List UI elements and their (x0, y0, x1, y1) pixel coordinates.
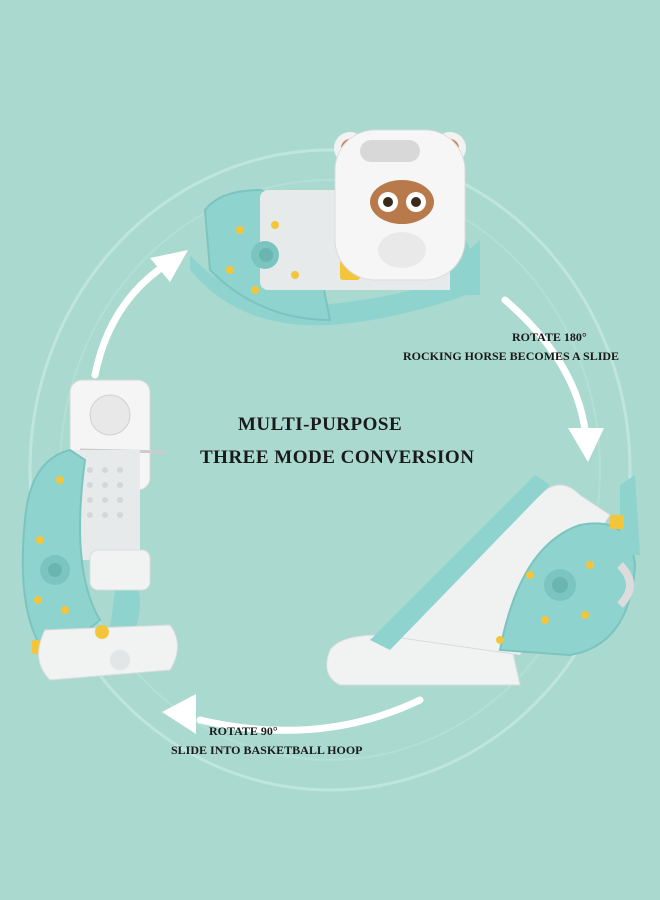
arrow-clockwise-icon (196, 696, 424, 734)
bear-face-icon (334, 129, 466, 281)
rocking-horse-mode-illustration (190, 129, 480, 326)
caption-rotate-180: ROTATE 180° (512, 330, 587, 344)
arrow-head-icon (162, 694, 196, 734)
arrow-clockwise-icon (91, 258, 174, 379)
headline-line1: MULTI-PURPOSE (238, 414, 403, 435)
caption-rocking-to-slide: ROCKING HORSE BECOMES A SLIDE (403, 349, 620, 363)
arrow-head-icon (568, 428, 604, 462)
arrow-clockwise-icon (501, 296, 589, 434)
caption-rotate-90: ROTATE 90° (209, 724, 278, 738)
arrow-head-icon (150, 250, 188, 282)
basketball-hoop-mode-illustration (21, 379, 178, 681)
slide-mode-illustration (326, 475, 640, 686)
caption-slide-to-hoop: SLIDE INTO BASKETBALL HOOP (171, 743, 363, 757)
headline-line2: THREE MODE CONVERSION (200, 447, 475, 468)
